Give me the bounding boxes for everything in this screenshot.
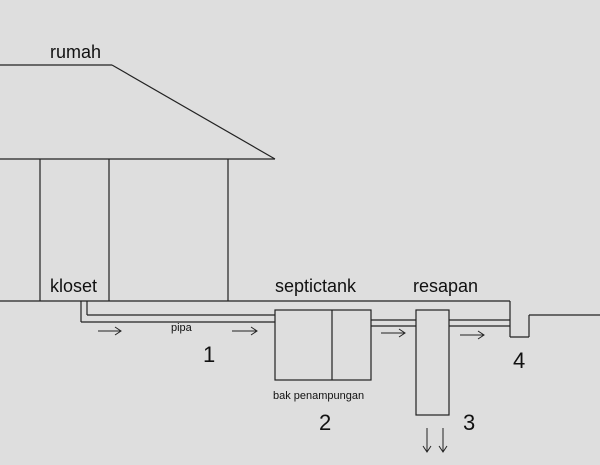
flow-arrow-down-2 xyxy=(438,428,448,453)
number-3: 3 xyxy=(463,410,475,435)
number-2: 2 xyxy=(319,410,331,435)
label-house: rumah xyxy=(50,42,101,62)
flow-arrow-3 xyxy=(381,328,406,338)
number-1: 1 xyxy=(203,342,215,367)
pipe-septic-to-infiltration xyxy=(371,319,416,327)
septic-tank xyxy=(274,309,372,381)
flow-arrow-2 xyxy=(232,326,258,336)
house-roof xyxy=(0,64,276,160)
flow-arrow-1 xyxy=(98,326,122,336)
number-4: 4 xyxy=(513,348,525,373)
outflow-pipe xyxy=(449,319,510,327)
label-holding-tank: bak penampungan xyxy=(273,390,364,402)
house-walls xyxy=(39,159,229,301)
flow-arrow-down-1 xyxy=(422,428,432,453)
label-infiltration: resapan xyxy=(413,276,478,296)
pipe xyxy=(80,301,275,323)
ground-line xyxy=(0,300,600,338)
label-pipe: pipa xyxy=(171,322,193,334)
flow-arrow-4 xyxy=(460,330,485,340)
label-septic-tank: septictank xyxy=(275,276,357,296)
label-toilet: kloset xyxy=(50,276,97,296)
infiltration-well xyxy=(415,309,450,416)
